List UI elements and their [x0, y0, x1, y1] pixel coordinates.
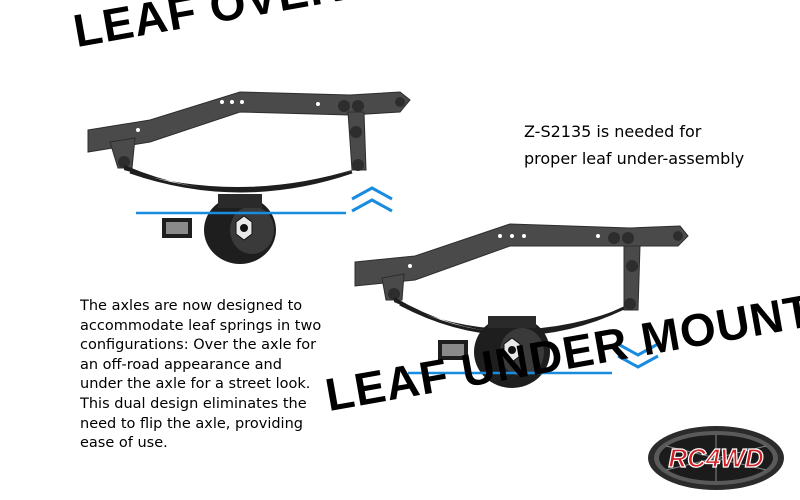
- part-note-line: Z-S2135 is needed for: [524, 122, 702, 141]
- rear-shackle-top: [347, 111, 367, 171]
- description-line: an off-road appearance and: [80, 356, 282, 373]
- chevron-up-icon: [351, 186, 393, 213]
- leaf-spring-lower-top: [129, 170, 353, 193]
- description-line: under the axle for a street look.: [80, 376, 311, 393]
- part-note-line: proper leaf under-assembly: [524, 149, 745, 168]
- shackle-bolt-lower-bottom: [624, 298, 636, 310]
- description-line: ease of use.: [80, 435, 168, 452]
- frame-bolt-b-top: [352, 100, 364, 112]
- frame-holes-bottom: [408, 234, 600, 268]
- description-text: The axles are now designed to accommodat…: [80, 297, 340, 454]
- over-mounted-assembly: [87, 91, 411, 264]
- rc4wd-logo: RC4WD: [648, 426, 784, 490]
- frame-bolt-b-bottom: [622, 232, 634, 244]
- part-note: Z-S2135 is needed for proper leaf under-…: [524, 118, 784, 172]
- front-hanger-bolt-top: [118, 156, 130, 168]
- description-line: accommodate leaf springs in two: [80, 317, 322, 334]
- frame-rail-bottom: [354, 223, 689, 287]
- logo-text: RC4WD: [668, 443, 764, 473]
- frame-bolt-c-bottom: [673, 231, 683, 241]
- shackle-bolt-upper-top: [350, 126, 362, 138]
- leaf-spring-top: [124, 165, 358, 191]
- description-line: configurations: Over the axle for: [80, 337, 317, 354]
- frame-bolt-c-top: [395, 97, 405, 107]
- frame-rail-top: [87, 91, 411, 153]
- frame-bolt-a-bottom: [608, 232, 620, 244]
- frame-bolt-a-top: [338, 100, 350, 112]
- description-line: This dual design eliminates the: [80, 395, 307, 412]
- axle-housing-bottom: [438, 316, 550, 388]
- description-line: need to flip the axle, providing: [80, 415, 303, 432]
- under-mounted-assembly: [354, 223, 689, 388]
- shackle-bolt-lower-top: [352, 159, 364, 171]
- frame-holes-top: [136, 100, 320, 132]
- shackle-bolt-upper-bottom: [626, 260, 638, 272]
- axle-housing-top: [162, 194, 276, 264]
- front-hanger-bolt-bottom: [388, 288, 400, 300]
- description-line: The axles are now designed to: [80, 298, 303, 314]
- leaf-spring-bottom: [394, 297, 630, 334]
- chevron-down-icon: [617, 342, 659, 369]
